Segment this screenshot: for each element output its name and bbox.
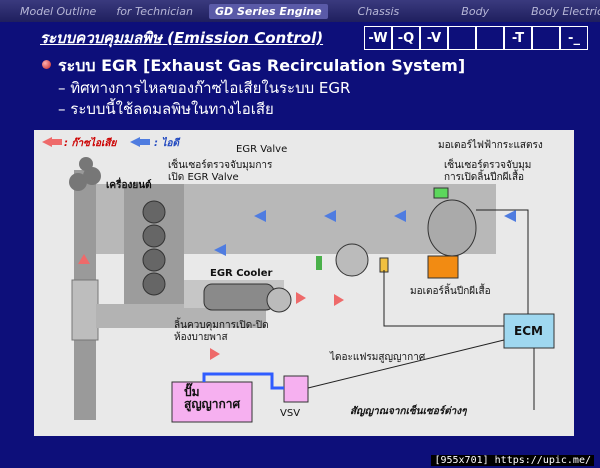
label-sensor-signals: สัญญาณจากเซ็นเซอร์ต่างๆ <box>350 406 467 417</box>
nav-item-body-electrical[interactable]: Body Electrical <box>531 4 600 18</box>
code-box: -V <box>420 26 448 50</box>
throttle-motor <box>427 255 459 279</box>
bullet-icon <box>42 60 51 69</box>
nav-item-technician[interactable]: for Technician <box>116 4 193 18</box>
code-box: -Q <box>392 26 420 50</box>
egr-valve <box>335 243 369 277</box>
subtext-1: – ทิศทางการไหลของก๊าซไอเสียในระบบ EGR <box>58 79 351 97</box>
page-title: ระบบควบคุมมลพิษ (Emission Control) <box>40 29 324 47</box>
code-box: -W <box>364 26 392 50</box>
watermark: [955x701] https://upic.me/ <box>431 455 594 466</box>
label-egr-sensor: เซ็นเซอร์ตรวจจับมุมการ เปิด EGR Valve <box>168 160 273 183</box>
nav-item-gd-series[interactable]: GD Series Engine <box>208 3 328 19</box>
label-ecm: ECM <box>514 324 543 338</box>
code-box: -_ <box>560 26 588 50</box>
legend-exhaust: : ก๊าซไอเสีย <box>64 138 117 149</box>
egr-diagram: : ก๊าซไอเสีย : ไอดี เครื่องยนต์ EGR Valv… <box>34 130 574 436</box>
legend-intake: : ไอดี <box>154 138 180 149</box>
label-throttle-motor: มอเตอร์ลิ้นปีกผีเสื้อ <box>410 286 491 297</box>
code-box <box>476 26 504 50</box>
ecm-box <box>503 313 555 349</box>
nav-item-model-outline[interactable]: Model Outline <box>20 4 97 18</box>
label-dc-motor: มอเตอร์ไฟฟ้ากระแสตรง <box>438 140 543 151</box>
label-bypass-valve: ลิ้นควบคุมการเปิด-ปิด ห้องบายพาส <box>174 320 269 343</box>
code-box: -T <box>504 26 532 50</box>
vsv <box>283 375 309 403</box>
heading: ระบบ EGR [Exhaust Gas Recirculation Syst… <box>58 56 466 75</box>
label-vacuum-pump: ปั๊ม สูญญากาศ <box>184 385 241 411</box>
code-box <box>448 26 476 50</box>
egr-cooler <box>203 283 275 311</box>
label-throttle-sensor: เซ็นเซอร์ตรวจจับมุม การเปิดลิ้นปีกผีเสื้… <box>444 160 532 183</box>
nav-item-body[interactable]: Body <box>461 4 490 18</box>
code-box <box>532 26 560 50</box>
top-nav: Model Outline for Technician GD Series E… <box>0 0 600 22</box>
label-diaphragm: ไดอะแฟรมสูญญากาศ <box>330 352 426 363</box>
subtext-2: – ระบบนี้ใช้ลดมลพิษในทางไอเสีย <box>58 100 274 118</box>
label-egr-cooler: EGR Cooler <box>210 268 273 279</box>
egr-diagram-svg <box>34 130 574 436</box>
exhaust-arrows <box>42 137 344 360</box>
label-vsv: VSV <box>280 408 301 419</box>
intake-arrows <box>130 137 516 256</box>
throttle-valve <box>427 199 477 257</box>
vacuum-pump <box>171 381 253 423</box>
label-engine: เครื่องยนต์ <box>106 180 152 191</box>
nav-item-chassis[interactable]: Chassis <box>357 4 400 18</box>
label-egr-valve: EGR Valve <box>236 144 288 155</box>
